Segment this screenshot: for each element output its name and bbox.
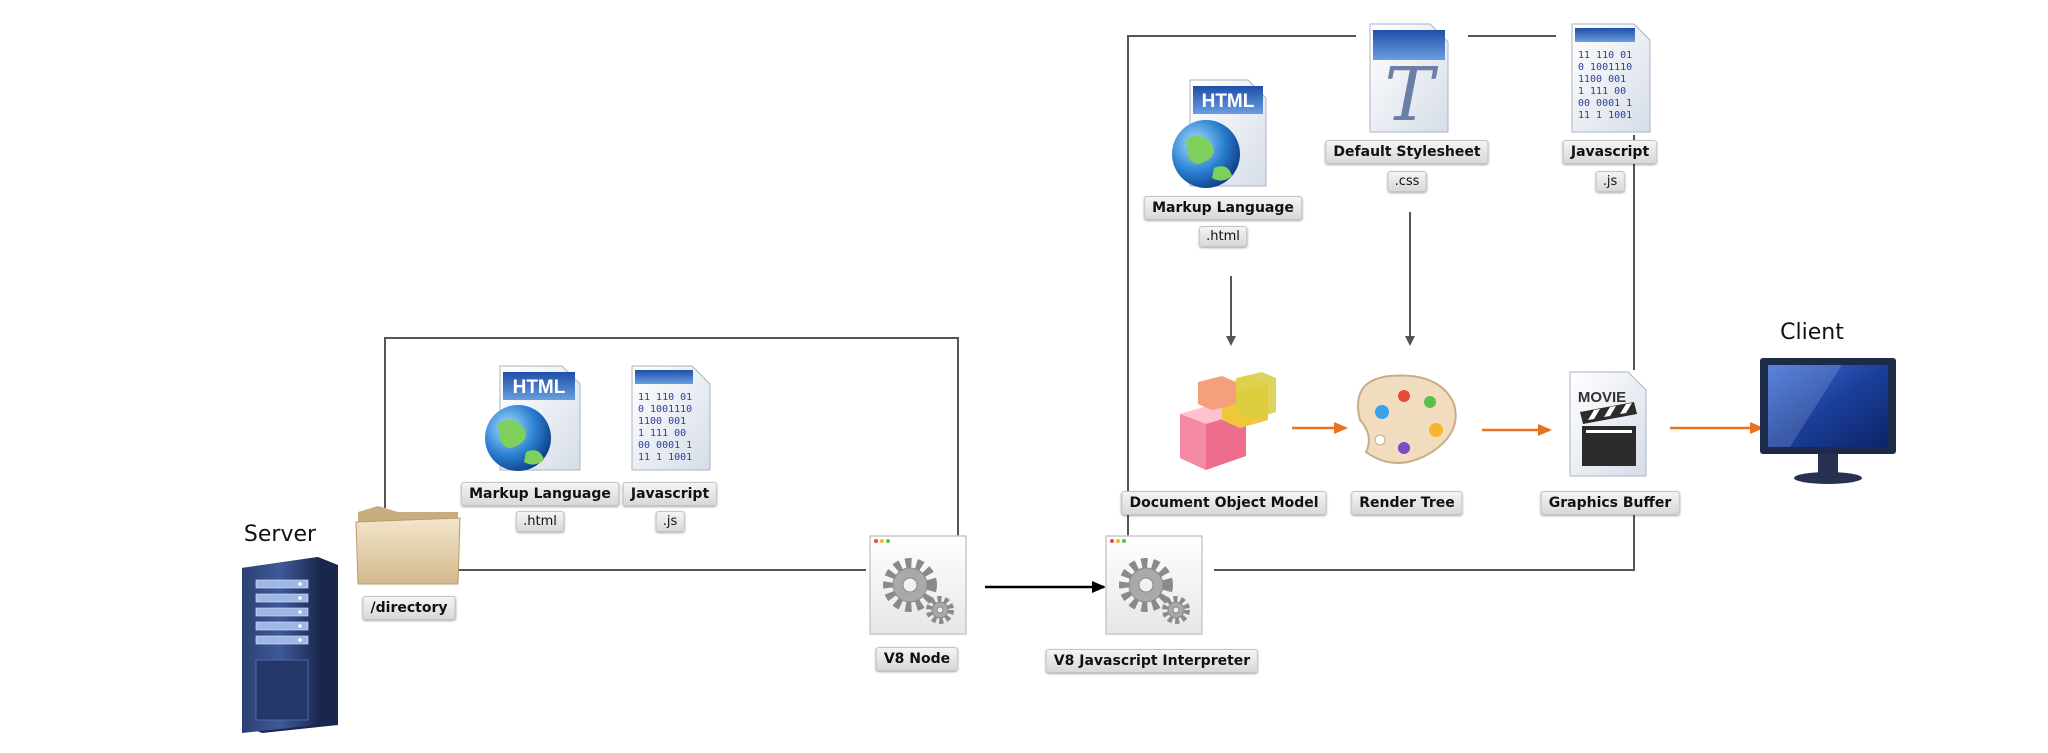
dom-blocks-icon [1180, 372, 1276, 470]
client-markup-label: Markup Language [1144, 196, 1302, 220]
client-html-badge: HTML [1202, 91, 1255, 112]
dom-label: Document Object Model [1121, 491, 1327, 515]
graphics-buffer-label: Graphics Buffer [1540, 491, 1680, 515]
server-js-bits-line: 00 0001 1 [638, 440, 692, 451]
stylesheet-label: Default Stylesheet [1325, 140, 1489, 164]
monitor-icon [1760, 358, 1896, 484]
server-js-bits-line: 0 1001110 [638, 404, 692, 415]
server-js-bits-line: 11 110 01 [638, 392, 692, 403]
server-js-label: Javascript [622, 482, 718, 506]
client-js-ext: .js [1595, 171, 1625, 192]
server-html-document-icon: HTML [485, 365, 581, 471]
server-html-badge: HTML [513, 377, 566, 398]
server-markup-ext: .html [516, 511, 564, 532]
client-js-bits-line: 0 1001110 [1578, 62, 1632, 73]
stylesheet-document-icon: T [1369, 23, 1449, 138]
folder-icon [355, 506, 461, 585]
server-js-bits-line: 1 111 00 [638, 428, 686, 439]
server-js-ext: .js [655, 511, 685, 532]
client-title: Client [1780, 320, 1844, 345]
v8-interpreter-gear-window-icon [1105, 535, 1203, 635]
client-js-label: Javascript [1562, 140, 1658, 164]
v8-node-gear-window-icon [869, 535, 967, 635]
client-js-bits-line: 00 0001 1 [1578, 98, 1632, 109]
client-html-document-icon: HTML [1172, 79, 1267, 188]
client-js-bits-line: 11 110 01 [1578, 50, 1632, 61]
stylesheet-glyph: T [1384, 52, 1438, 138]
server-bracket [384, 337, 959, 571]
movie-clapper-document-icon: MOVIE [1569, 371, 1647, 477]
client-js-bits-line: 1 111 00 [1578, 86, 1626, 97]
server-js-bits-line: 1100 001 [638, 416, 686, 427]
render-tree-label: Render Tree [1351, 491, 1463, 515]
movie-badge: MOVIE [1578, 389, 1626, 406]
v8-node-label: V8 Node [875, 647, 959, 671]
palette-icon [1357, 374, 1457, 464]
server-markup-label: Markup Language [461, 482, 619, 506]
client-markup-ext: .html [1199, 226, 1247, 247]
client-js-bits-line: 11 1 1001 [1578, 110, 1632, 121]
stylesheet-ext: .css [1387, 171, 1427, 192]
server-title: Server [243, 522, 317, 547]
v8-interpreter-label: V8 Javascript Interpreter [1045, 649, 1259, 673]
directory-label: /directory [362, 596, 456, 620]
server-icon [242, 557, 338, 733]
client-js-bits-line: 1100 001 [1578, 74, 1626, 85]
client-bracket [1127, 35, 1635, 571]
server-js-bits-line: 11 1 1001 [638, 452, 692, 463]
